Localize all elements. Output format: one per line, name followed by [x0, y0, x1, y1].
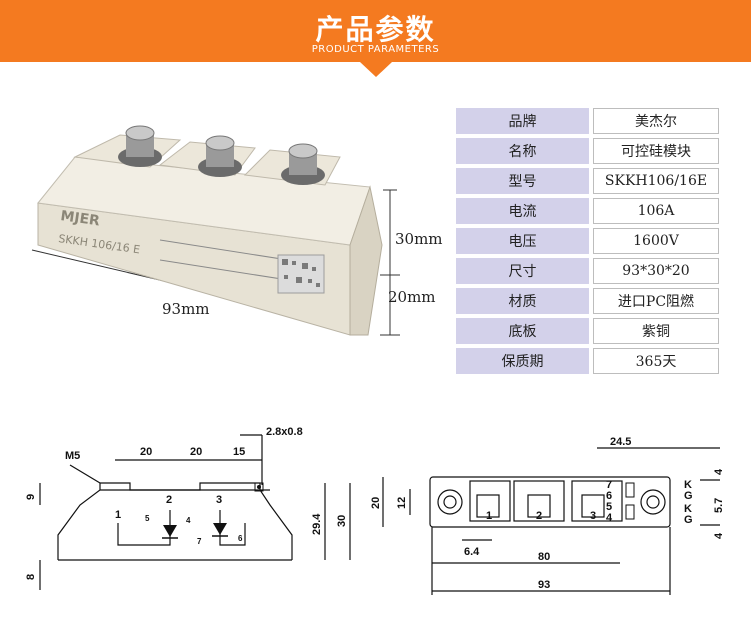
- terminal-pin-icon: [254, 482, 264, 492]
- spec-label: 保质期: [456, 348, 589, 374]
- top-label-g2: G: [684, 514, 693, 526]
- screw-icon: [198, 135, 242, 177]
- side-dim-20a: 20: [140, 446, 152, 458]
- spec-label: 电流: [456, 198, 589, 224]
- top-pin-7: 7: [606, 479, 612, 491]
- top-pin-6: 6: [606, 490, 612, 502]
- top-dim-80: 80: [538, 551, 550, 563]
- spec-gap: [589, 168, 593, 194]
- spec-row: 材质进口PC阻燃: [456, 288, 719, 314]
- top-pin-5: 5: [606, 501, 612, 513]
- spec-gap: [589, 228, 593, 254]
- screw-icon: [281, 143, 325, 185]
- top-dim-24-5: 24.5: [610, 436, 631, 448]
- header-banner: 产品参数 PRODUCT PARAMETERS: [0, 0, 751, 78]
- top-dim-20: 20: [370, 497, 382, 509]
- spec-gap: [589, 138, 593, 164]
- side-dim-29-4: 29.4: [311, 513, 323, 535]
- side-pin-6: 6: [238, 534, 243, 543]
- spec-label: 名称: [456, 138, 589, 164]
- module-illustration: MJER SKKH 106/16 E: [31, 125, 400, 336]
- top-dim-4a: 4: [713, 468, 725, 475]
- spec-value: 93*30*20: [593, 258, 719, 284]
- spec-value: 紫铜: [593, 318, 719, 344]
- top-dim-12: 12: [396, 497, 408, 509]
- side-dim-15: 15: [233, 446, 245, 458]
- spec-row: 品牌美杰尔: [456, 108, 719, 134]
- top-pin-1: 1: [486, 510, 492, 522]
- spec-value: SKKH106/16E: [593, 168, 719, 194]
- page-title: 产品参数: [315, 13, 436, 46]
- top-pin-2: 2: [536, 510, 542, 522]
- side-dim-2-8x0-8: 2.8x0.8: [266, 426, 303, 438]
- dimension-length: 93mm: [162, 300, 210, 318]
- spec-label: 品牌: [456, 108, 589, 134]
- spec-value: 可控硅模块: [593, 138, 719, 164]
- side-pin-3: 3: [216, 494, 222, 506]
- spec-value: 美杰尔: [593, 108, 719, 134]
- dimension-height: 30mm: [395, 230, 443, 248]
- banner-background: [0, 0, 751, 77]
- technical-drawings: M5 20 20 15 2.8x0.8 9 29.4 30 8 1 2 3 4 …: [25, 426, 725, 595]
- thyristor-symbol-icon: [162, 525, 178, 539]
- spec-gap: [589, 258, 593, 284]
- top-view-drawing: [382, 447, 720, 595]
- spec-value: 365天: [593, 348, 719, 374]
- spec-label: 底板: [456, 318, 589, 344]
- side-dim-30: 30: [336, 515, 348, 527]
- spec-row: 底板紫铜: [456, 318, 719, 344]
- top-dim-6-4: 6.4: [464, 546, 480, 558]
- spec-value: 106A: [593, 198, 719, 224]
- spec-label: 电压: [456, 228, 589, 254]
- top-pin-3: 3: [590, 510, 596, 522]
- top-label-k2: K: [684, 503, 692, 515]
- top-label-k1: K: [684, 479, 692, 491]
- dimension-width: 20mm: [388, 288, 436, 306]
- side-view-drawing: [39, 434, 351, 590]
- module-brand-print: MJER: [59, 208, 101, 229]
- page-subtitle: PRODUCT PARAMETERS: [311, 44, 440, 55]
- side-dim-m5: M5: [65, 450, 80, 462]
- spec-gap: [589, 198, 593, 224]
- top-dim-93: 93: [538, 579, 550, 591]
- spec-gap: [589, 288, 593, 314]
- gate-terminal-icon: [625, 482, 635, 520]
- top-dim-4b: 4: [713, 532, 725, 539]
- spec-gap: [589, 108, 593, 134]
- spec-label: 型号: [456, 168, 589, 194]
- spec-gap: [589, 318, 593, 344]
- thyristor-symbol-icon: [212, 523, 228, 537]
- top-label-g1: G: [684, 490, 693, 502]
- top-pin-4: 4: [606, 512, 613, 524]
- side-dim-9: 9: [25, 494, 37, 500]
- top-dim-5-7: 5.7: [713, 498, 725, 513]
- product-photo: MJER SKKH 106/16 E 93mm 30mm 20mm: [20, 95, 450, 395]
- side-dim-20b: 20: [190, 446, 202, 458]
- side-pin-5: 5: [145, 514, 150, 523]
- screw-icon: [118, 125, 162, 167]
- spec-label: 材质: [456, 288, 589, 314]
- side-pin-7: 7: [197, 537, 202, 546]
- side-pin-4: 4: [186, 516, 191, 525]
- side-dim-8: 8: [25, 574, 37, 580]
- side-pin-1: 1: [115, 509, 121, 521]
- spec-value: 1600V: [593, 228, 719, 254]
- spec-value: 进口PC阻燃: [593, 288, 719, 314]
- spec-gap: [589, 348, 593, 374]
- side-pin-2: 2: [166, 494, 172, 506]
- spec-label: 尺寸: [456, 258, 589, 284]
- spec-row: 名称可控硅模块: [456, 138, 719, 164]
